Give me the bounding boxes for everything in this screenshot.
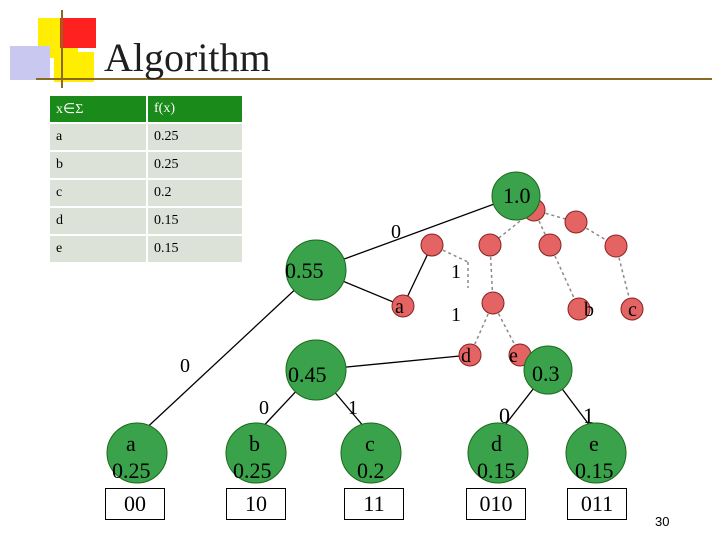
table-row: c 0.2 [50, 180, 242, 206]
red-node-a [391, 294, 415, 318]
node-045 [285, 339, 347, 401]
page-title: Algorithm [104, 35, 271, 80]
deco-violet-square [10, 46, 50, 80]
table-cell-symbol: c [50, 180, 146, 206]
node-03 [523, 345, 573, 395]
node-055 [285, 239, 347, 301]
red-node [538, 233, 562, 257]
leaf-node-d [467, 422, 529, 484]
edge-root-left [316, 195, 517, 270]
deco-horizontal-line [36, 78, 712, 80]
leaf-c-symbol: c [365, 431, 375, 456]
red-node [481, 291, 505, 315]
root-label: 1.0 [503, 183, 531, 208]
tree-edges [139, 195, 597, 435]
code-box-a: 00 [105, 488, 165, 520]
table-cell-freq: 0.15 [148, 208, 242, 234]
leaf-b-symbol: b [249, 431, 260, 456]
node-d-label: d [461, 345, 471, 367]
red-node-b [567, 297, 591, 321]
frequency-table: x∈Σ f(x) a 0.25 b 0.25 c 0.2 d 0.15 e 0.… [48, 94, 244, 264]
leaf-e-symbol: e [589, 431, 599, 456]
table-cell-symbol: e [50, 236, 146, 262]
leaf-node-a [106, 422, 168, 484]
leaf-node-b [225, 422, 287, 484]
red-node [564, 210, 588, 234]
leaf-a-freq: 0.25 [112, 458, 151, 483]
table-cell-symbol: d [50, 208, 146, 234]
page-number: 30 [655, 514, 670, 529]
table-row: e 0.15 [50, 236, 242, 262]
node-055-label: 0.55 [285, 258, 324, 283]
deco-red-square [60, 18, 96, 48]
table-row: a 0.25 [50, 124, 242, 150]
edge-bit-label: 0 [499, 403, 510, 428]
table-cell-freq: 0.25 [148, 124, 242, 150]
edge-bit-label: 1 [583, 403, 594, 428]
table-header-freq: f(x) [148, 96, 242, 122]
node-045-label: 0.45 [288, 362, 327, 387]
red-node-c [620, 297, 644, 321]
table-cell-freq: 0.2 [148, 180, 242, 206]
table-row: b 0.25 [50, 152, 242, 178]
code-box-d: 010 [466, 488, 526, 520]
node-03-label: 0.3 [532, 361, 560, 386]
red-node [478, 233, 502, 257]
red-nodes [391, 198, 644, 367]
edge-bit-label: 1 [348, 397, 358, 419]
red-node-d [458, 343, 482, 367]
deco-yellow-square-2 [54, 52, 94, 82]
leaf-b-freq: 0.25 [233, 458, 272, 483]
leaf-d-symbol: d [491, 431, 502, 456]
node-c-label: c [628, 299, 637, 321]
node-e-label: e [509, 345, 518, 367]
deco-vertical-line [61, 10, 63, 88]
green-nodes [106, 171, 627, 484]
leaf-node-c [340, 422, 402, 484]
table-header-row: x∈Σ f(x) [50, 96, 242, 122]
red-node [604, 234, 628, 258]
leaf-d-freq: 0.15 [477, 458, 516, 483]
edge-bit-label: 1 [451, 304, 461, 326]
node-root [491, 171, 541, 221]
table-cell-symbol: a [50, 124, 146, 150]
edge-bit-label: 0 [259, 397, 269, 419]
edge-bit-label: 1 [451, 261, 461, 283]
code-box-c: 11 [344, 488, 404, 520]
table-row: d 0.15 [50, 208, 242, 234]
edge-bit-label: 0 [391, 221, 401, 243]
leaf-e-freq: 0.15 [575, 458, 614, 483]
leaf-node-e [565, 422, 627, 484]
red-node [420, 233, 444, 257]
table-cell-freq: 0.15 [148, 236, 242, 262]
edge-055-left [139, 269, 317, 435]
table-header-symbol: x∈Σ [50, 96, 146, 122]
edge-bit-label: 0 [180, 355, 190, 377]
leaf-c-freq: 0.2 [357, 458, 385, 483]
leaf-a-symbol: a [126, 431, 136, 456]
code-box-e: 011 [567, 488, 627, 520]
node-a-label: a [395, 296, 404, 318]
table-cell-freq: 0.25 [148, 152, 242, 178]
table-cell-symbol: b [50, 152, 146, 178]
node-b-label: b [584, 299, 594, 321]
code-box-b: 10 [226, 488, 286, 520]
